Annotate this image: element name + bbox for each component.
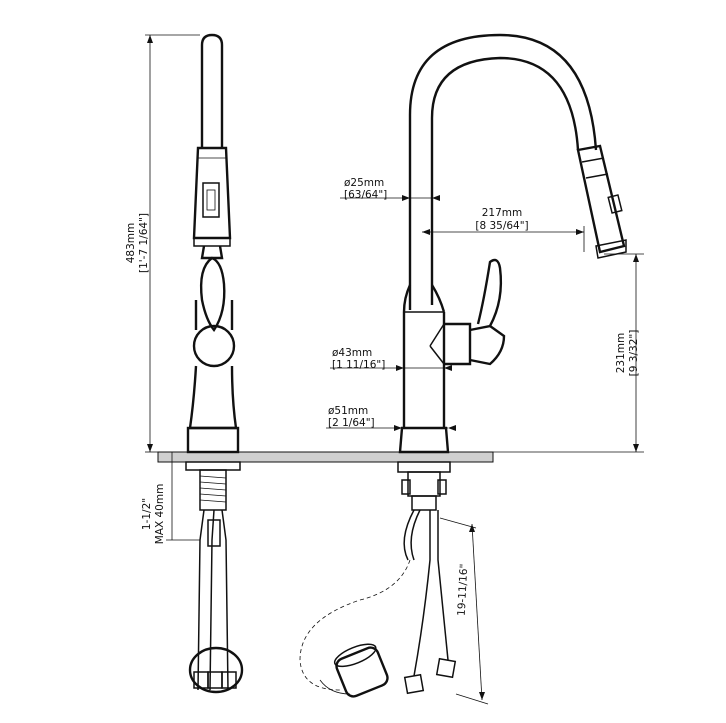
- body-diameter-mm: ø43mm: [332, 347, 372, 359]
- reach-dimension: 217mm [8 35/64"]: [422, 207, 585, 252]
- reach-mm: 217mm: [482, 207, 523, 219]
- total-height-dimension: 483mm [1'-7 1/64"]: [125, 34, 200, 453]
- front-view-faucet: [299, 33, 627, 698]
- base-diameter-dimension: ø51mm [2 1/64"]: [326, 405, 456, 431]
- body-diameter-dimension: ø43mm [1 11/16"]: [330, 347, 452, 371]
- spout-height-mm: 231mm: [615, 333, 627, 374]
- spout-height-in: [9 3/32"]: [628, 330, 640, 377]
- body-diameter-in: [1 11/16"]: [332, 359, 385, 371]
- total-height-in: [1'-7 1/64"]: [138, 213, 150, 273]
- spout-diameter-in: [63/64"]: [344, 189, 387, 201]
- spout-height-dimension: 231mm [9 3/32"]: [493, 253, 644, 453]
- total-height-mm: 483mm: [125, 223, 137, 264]
- base-diameter-mm: ø51mm: [328, 405, 368, 417]
- countertop: [157, 451, 494, 463]
- spout-diameter-mm: ø25mm: [344, 177, 384, 189]
- hose-length-dimension: 19-11/16": [439, 517, 489, 705]
- side-view-faucet: [185, 33, 244, 694]
- reach-in: [8 35/64"]: [475, 220, 528, 232]
- deck-thickness-in: 1-1/2": [141, 498, 153, 530]
- spout-diameter-dimension: ø25mm [63/64"]: [340, 177, 440, 201]
- deck-thickness-dimension: 1-1/2" MAX 40mm: [141, 452, 200, 544]
- base-diameter-in: [2 1/64"]: [328, 417, 375, 429]
- deck-thickness-mm: MAX 40mm: [154, 484, 166, 545]
- hose-length-in: 19-11/16": [456, 563, 471, 616]
